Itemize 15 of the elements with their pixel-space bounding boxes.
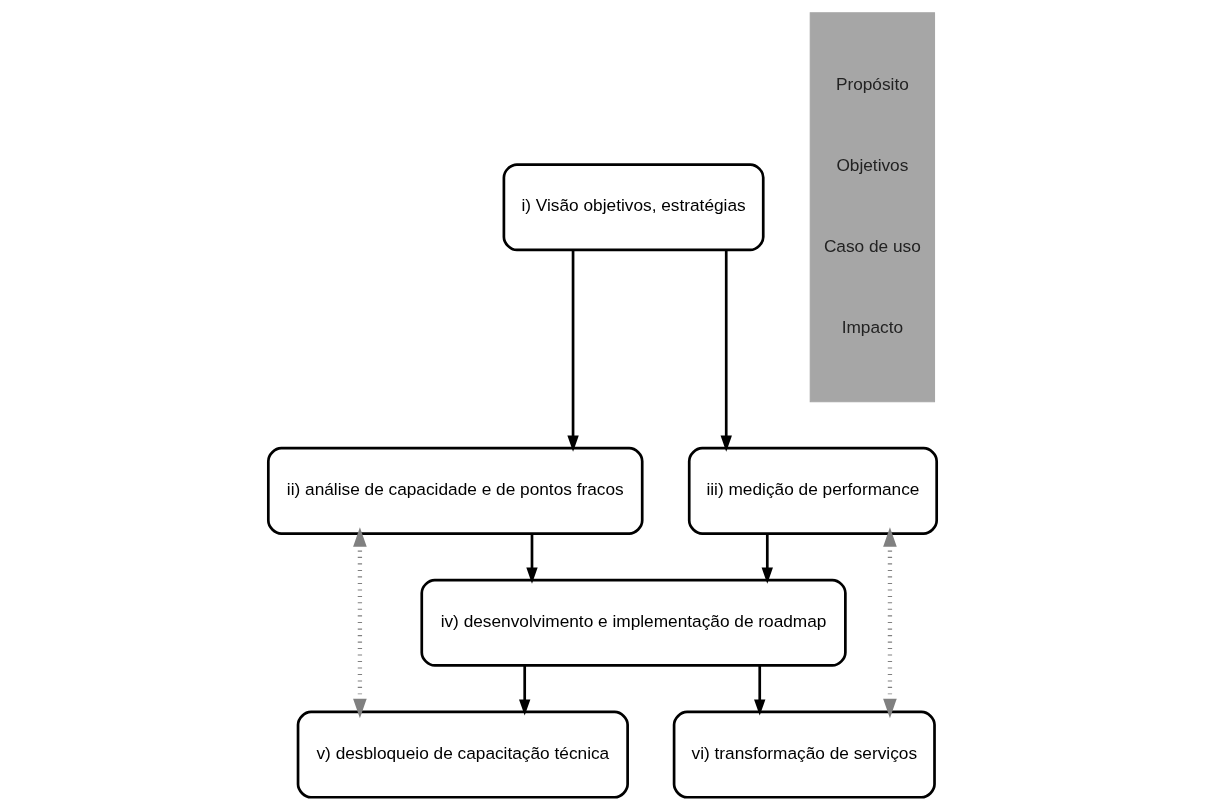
node-box: ii) análise de capacidade e de pontos fracos [266,446,644,535]
arrow [883,527,897,719]
arrow [567,250,579,452]
node-box: v) desbloqueio de capacitação técnica [296,710,629,799]
node-box: Propósito Objetivos Caso de uso Impacto [809,12,936,403]
arrow [720,250,732,452]
arrow [526,533,538,584]
arrow [519,665,531,716]
arrow [754,665,766,716]
node-box: i) Visão objetivos, estratégias [502,163,765,252]
node-box: iii) medição de performance [687,446,939,535]
arrow [761,533,773,584]
arrow [353,527,367,719]
node-box: iv) desenvolvimento e implementação de roadmap [420,578,847,667]
node-box: vi) transformação de serviços [672,710,936,799]
